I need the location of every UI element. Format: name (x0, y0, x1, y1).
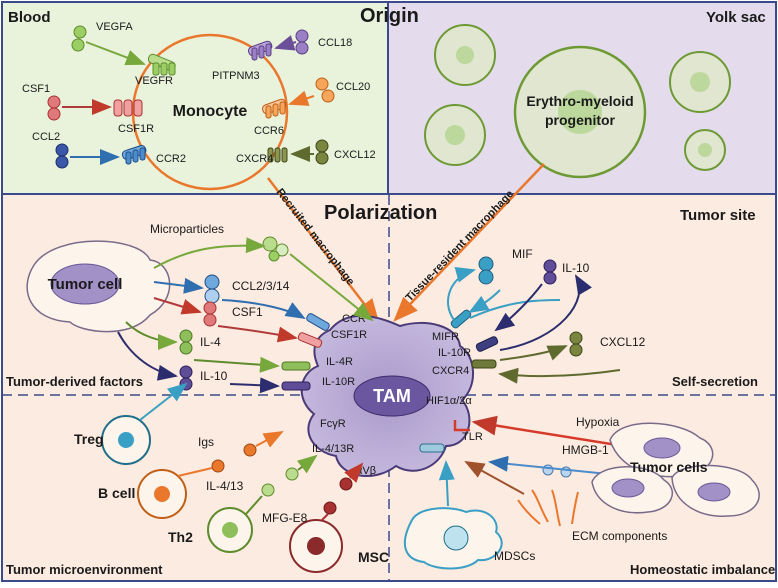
cxcl12-self-ligand (569, 331, 583, 357)
il4-ligand (179, 329, 193, 355)
igs-label: Igs (198, 435, 214, 449)
csf1-label: CSF1 (22, 83, 50, 95)
csf1r-label: CSF1R (118, 123, 154, 135)
csf1-tumor-label: CSF1 (232, 305, 263, 319)
yolk-sac-cells (424, 24, 731, 179)
vegfa-ligand (71, 25, 146, 66)
igs-ligand (211, 443, 257, 473)
hypoxia-label: Hypoxia (576, 415, 620, 429)
tumor-cell-label: Tumor cell (48, 276, 123, 293)
mif-label: MIF (512, 247, 533, 261)
ccr6-label: CCR6 (254, 125, 284, 137)
cxcr4-blood-label: CXCR4 (236, 153, 273, 165)
cxcr4-blood-receptor (267, 147, 288, 163)
self-secretion-title: Self-secretion (672, 374, 758, 389)
tam-receptors (281, 309, 499, 453)
tam-tlr-label: TLR (462, 431, 483, 443)
b-cell-label: B cell (98, 485, 135, 501)
tumor-derived-factors-title: Tumor-derived factors (6, 374, 143, 389)
il413-ligand (261, 467, 299, 497)
il10-tumor-label: IL-10 (200, 369, 228, 383)
csf1-tumor-ligand (203, 301, 217, 327)
th2-label: Th2 (168, 529, 193, 545)
mif-ligand (478, 256, 494, 285)
tam-csf1r-label: CSF1R (331, 329, 367, 341)
il10-self-label: IL-10 (562, 261, 590, 275)
pitpnm3-label: PITPNM3 (212, 70, 260, 82)
progenitor-label-line1: Erythro-myeloid (526, 93, 633, 109)
ccl20-label: CCL20 (336, 81, 370, 93)
il413-label: IL-4/13 (206, 479, 244, 493)
tumor-microenvironment-title: Tumor microenvironment (6, 562, 163, 577)
monocyte-label: Monocyte (173, 103, 248, 120)
cxcl12-ligand (290, 139, 329, 165)
tam-il413r-label: IL-4/13R (312, 443, 354, 455)
tissue-resident-arrow (393, 163, 545, 322)
ecm-components (517, 489, 579, 527)
csf1r-receptor (113, 99, 143, 117)
ccl20-ligand (288, 77, 335, 106)
cxcl12-self-label: CXCL12 (600, 335, 646, 349)
tam-il4r-label: IL-4R (326, 356, 353, 368)
progenitor-label-line2: progenitor (545, 112, 616, 128)
ccl2-ligand (55, 143, 120, 169)
microparticles-label: Microparticles (150, 222, 224, 236)
tam-label: TAM (373, 386, 411, 406)
monocyte-cell (131, 33, 289, 191)
tam-il10r-left-label: IL-10R (322, 376, 355, 388)
mdscs-label: MDSCs (494, 549, 535, 563)
vegfa-label: VEGFA (96, 21, 133, 33)
recruited-macrophage-arrow (267, 177, 380, 324)
tam-nucleus (353, 375, 431, 417)
tam-mifr-label: MIFR (432, 331, 459, 343)
polarization-title: Polarization (324, 202, 437, 224)
ccl18-ligand (274, 29, 309, 55)
ccl-label: CCL2/3/14 (232, 279, 290, 293)
tumor-site-title: Tumor site (680, 207, 756, 224)
pitpnm3-receptor (247, 40, 273, 61)
homeostatic-imbalance-title: Homeostatic imbalance (630, 562, 775, 577)
microparticles (262, 236, 289, 262)
hmgb1-label: HMGB-1 (562, 443, 609, 457)
yolk-sac-title: Yolk sac (706, 9, 766, 26)
ccl2-label: CCL2 (32, 131, 60, 143)
treg-label: Treg (74, 431, 104, 447)
tam-cxcr4-label: CXCR4 (432, 365, 469, 377)
il10-self-ligand (543, 259, 557, 285)
vegfr-label: VEGFR (135, 75, 173, 87)
cxcl12-label: CXCL12 (334, 149, 376, 161)
ccr2-label: CCR2 (156, 153, 186, 165)
tam-ccr-label: CCR (342, 313, 366, 325)
ccr2-receptor (121, 145, 147, 165)
ccr6-receptor (261, 98, 287, 119)
tumor-cells-label: Tumor cells (630, 459, 708, 475)
tam-hif1a-label: HIF1α/2α (426, 395, 472, 407)
vegfr-receptor (147, 53, 176, 76)
msc-label: MSC (358, 549, 389, 565)
tumor-cells-cluster (591, 422, 760, 517)
ccl18-label: CCL18 (318, 37, 352, 49)
il4-label: IL-4 (200, 335, 221, 349)
origin-title: Origin (360, 5, 419, 27)
inhibition-symbol (453, 420, 470, 432)
csf1-ligand (47, 95, 112, 121)
ecm-label: ECM components (572, 529, 667, 543)
tam-fcgr-label: FcγR (320, 418, 346, 430)
blood-title: Blood (8, 9, 51, 26)
tumor-cell-nucleus (50, 263, 120, 305)
mfge8-label: MFG-E8 (262, 511, 308, 525)
tam-il10r-right-label: IL-10R (438, 347, 471, 359)
